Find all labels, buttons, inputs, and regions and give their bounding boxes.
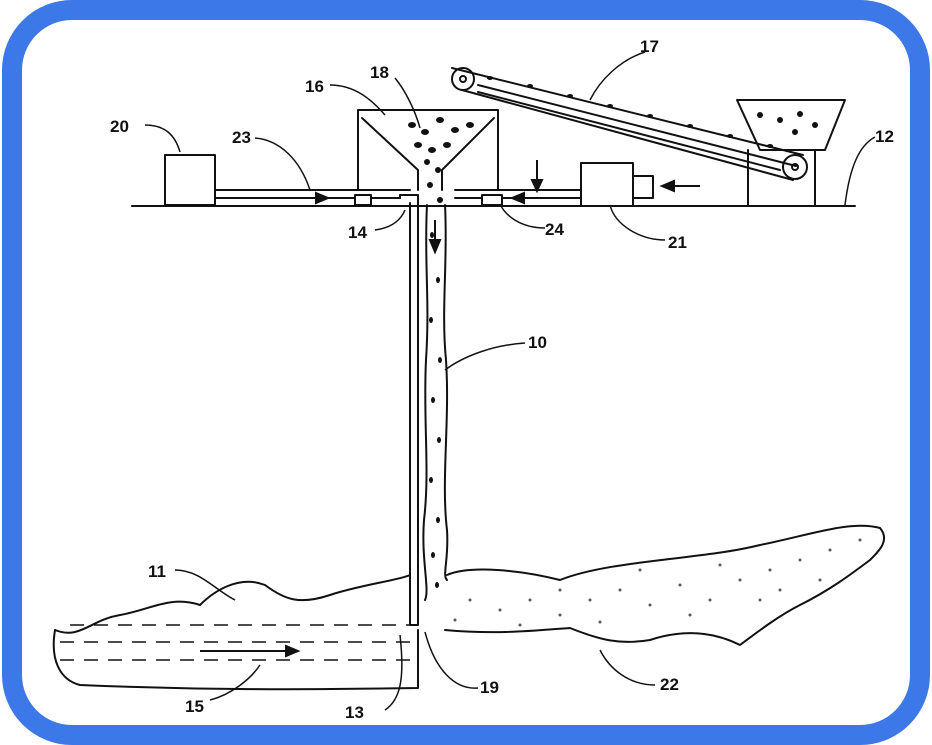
liquid-body-15 [52, 629, 419, 691]
label-19: 19 [480, 678, 499, 697]
label-11: 11 [148, 562, 166, 581]
label-12: 12 [875, 127, 894, 146]
cavity-11 [54, 524, 886, 646]
label-15: 15 [185, 697, 204, 716]
label-23: 23 [232, 128, 251, 147]
label-14: 14 [348, 223, 367, 242]
valve-14 [354, 194, 372, 206]
feed-hopper [736, 99, 846, 207]
label-24: 24 [545, 220, 564, 239]
valve-24 [481, 194, 503, 206]
label-10: 10 [528, 333, 547, 352]
label-16: 16 [305, 77, 324, 96]
label-18: 18 [370, 63, 389, 82]
conveyor-roller-left [451, 67, 475, 91]
label-22: 22 [660, 675, 679, 694]
borehole-10 [422, 204, 449, 601]
conveyor-17 [451, 67, 804, 181]
label-17: 17 [640, 37, 659, 56]
label-21: 21 [668, 233, 687, 252]
conveyor-roller-right [782, 154, 808, 180]
pump-unit-21-nozzle [632, 175, 654, 199]
label-13: 13 [345, 703, 364, 722]
label-20: 20 [110, 117, 129, 136]
hopper-16 [357, 109, 499, 191]
pump-unit-20 [164, 154, 216, 206]
